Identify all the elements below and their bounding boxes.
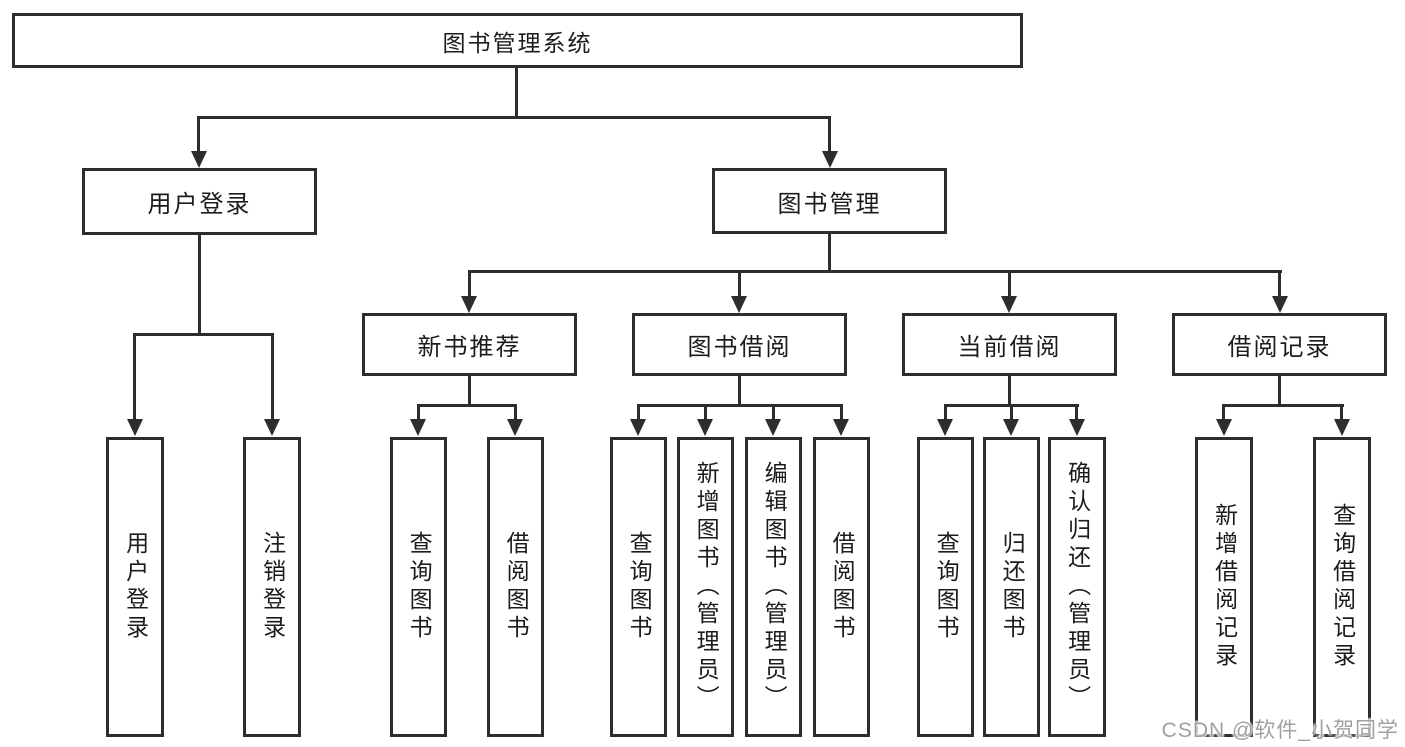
connector-leaf-drop: [271, 333, 274, 421]
connector-book-borrow-rail: [637, 404, 843, 407]
connector-borrow-records-stem: [1278, 374, 1281, 406]
connector-new-books-drop: [468, 270, 471, 298]
node-new-book-recommend: 新书推荐: [362, 313, 577, 376]
arrow-down-icon: [1001, 296, 1017, 313]
arrow-down-icon: [1069, 419, 1085, 436]
connector-leaf-drop: [840, 404, 843, 421]
connector-user-login-stem: [198, 233, 201, 335]
connector-leaf-drop: [1075, 404, 1078, 421]
arrow-down-icon: [765, 419, 781, 436]
arrow-down-icon: [1216, 419, 1232, 436]
connector-new-books-stem: [468, 374, 471, 406]
arrow-down-icon: [191, 151, 207, 168]
leaf-borrowing-edit-books-admin: 编辑图书（管理员）: [745, 437, 802, 737]
connector-user-login-rail: [133, 333, 274, 336]
arrow-down-icon: [410, 419, 426, 436]
connector-leaf-drop: [1340, 404, 1343, 421]
connector-current-borrow-drop: [1008, 270, 1011, 298]
connector-new-books-rail: [417, 404, 517, 407]
connector-borrow-records-rail: [1222, 404, 1344, 407]
leaf-borrowing-add-books-admin: 新增图书（管理员）: [677, 437, 734, 737]
connector-leaf-drop: [772, 404, 775, 421]
node-current-borrowing: 当前借阅: [902, 313, 1117, 376]
leaf-current-query-books: 查询图书: [917, 437, 974, 737]
connector-level2-rail: [468, 270, 1282, 273]
leaf-borrowing-query-books: 查询图书: [610, 437, 667, 737]
arrow-down-icon: [630, 419, 646, 436]
arrow-down-icon: [127, 419, 143, 436]
node-book-management: 图书管理: [712, 168, 947, 234]
connector-book-borrow-stem: [738, 374, 741, 406]
connector-borrow-records-drop: [1278, 270, 1281, 298]
connector-leaf-drop: [417, 404, 420, 421]
arrow-down-icon: [1272, 296, 1288, 313]
arrow-down-icon: [833, 419, 849, 436]
leaf-newbooks-borrow-books: 借阅图书: [487, 437, 544, 737]
arrow-down-icon: [1003, 419, 1019, 436]
arrow-down-icon: [937, 419, 953, 436]
connector-level1-rail: [197, 116, 831, 119]
arrow-down-icon: [731, 296, 747, 313]
node-book-management-system: 图书管理系统: [12, 13, 1023, 68]
leaf-user-login: 用户登录: [106, 437, 164, 737]
connector-leaf-drop: [514, 404, 517, 421]
connector-leaf-drop: [704, 404, 707, 421]
connector-leaf-drop: [944, 404, 947, 421]
connector-root-stem: [515, 66, 518, 118]
leaf-current-confirm-return-admin: 确认归还（管理员）: [1048, 437, 1106, 737]
arrow-down-icon: [461, 296, 477, 313]
node-user-login: 用户登录: [82, 168, 317, 235]
node-borrowing-records: 借阅记录: [1172, 313, 1387, 376]
node-book-borrowing: 图书借阅: [632, 313, 847, 376]
connector-leaf-drop: [1222, 404, 1225, 421]
connector-current-borrow-stem: [1008, 374, 1011, 406]
connector-book-mgmt-drop: [828, 116, 831, 153]
connector-leaf-drop: [1010, 404, 1013, 421]
connector-book-borrow-drop: [738, 270, 741, 298]
arrow-down-icon: [697, 419, 713, 436]
leaf-logout: 注销登录: [243, 437, 301, 737]
connector-leaf-drop: [133, 333, 136, 421]
leaf-current-return-books: 归还图书: [983, 437, 1040, 737]
arrow-down-icon: [1334, 419, 1350, 436]
leaf-records-query-record: 查询借阅记录: [1313, 437, 1371, 737]
csdn-watermark: CSDN @软件_小贺同学: [1161, 719, 1399, 742]
arrow-down-icon: [507, 419, 523, 436]
connector-leaf-drop: [637, 404, 640, 421]
arrow-down-icon: [264, 419, 280, 436]
leaf-records-add-record: 新增借阅记录: [1195, 437, 1253, 737]
connector-user-login-drop: [197, 116, 200, 153]
connector-book-mgmt-stem: [828, 232, 831, 273]
arrow-down-icon: [822, 151, 838, 168]
leaf-borrowing-borrow-books: 借阅图书: [813, 437, 870, 737]
leaf-newbooks-query-books: 查询图书: [390, 437, 447, 737]
